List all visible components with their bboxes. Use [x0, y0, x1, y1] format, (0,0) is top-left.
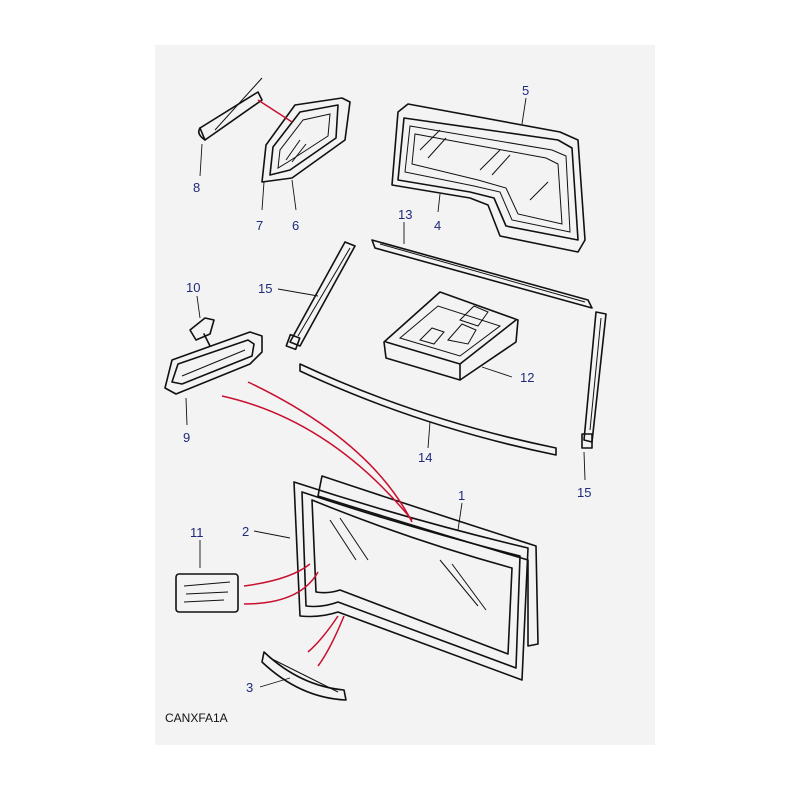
part-13-rail[interactable]: [371, 239, 593, 309]
callout-2: 2: [242, 524, 249, 539]
callout-5: 5: [522, 83, 529, 98]
callout-12: 12: [520, 370, 534, 385]
part-8-trim-strip[interactable]: [198, 77, 263, 141]
callout-15-left: 15: [258, 281, 272, 296]
callout-3: 3: [246, 680, 253, 695]
part-4-5-rear-side-window[interactable]: [391, 103, 586, 253]
part-14-lower-strip[interactable]: [299, 363, 557, 456]
callout-7: 7: [256, 218, 263, 233]
part-3-seal[interactable]: [261, 651, 347, 701]
part-12-tray[interactable]: [383, 291, 519, 381]
part-11-label-card[interactable]: [175, 573, 239, 613]
callout-6: 6: [292, 218, 299, 233]
callout-9: 9: [183, 430, 190, 445]
part-6-7-side-window[interactable]: [261, 97, 351, 183]
callout-4: 4: [434, 218, 441, 233]
part-15-right-pillar[interactable]: [581, 311, 607, 449]
diagram-panel: [155, 45, 655, 745]
callout-8: 8: [193, 180, 200, 195]
callout-14: 14: [418, 450, 432, 465]
part-15-left-pillar[interactable]: [285, 241, 356, 351]
callout-15-right: 15: [577, 485, 591, 500]
part-9-10-mirror[interactable]: [164, 317, 263, 395]
callout-labels: 5 4 13 6 7 8 10 15 12 9 14 15 1 2 11 3: [183, 83, 591, 695]
callout-13: 13: [398, 207, 412, 222]
callout-1: 1: [458, 488, 465, 503]
drawing-code: CANXFA1A: [165, 711, 228, 725]
callout-11: 11: [190, 525, 204, 540]
leader-lines: [185, 97, 586, 688]
red-guide-lines: [221, 99, 413, 667]
callout-10: 10: [186, 280, 200, 295]
